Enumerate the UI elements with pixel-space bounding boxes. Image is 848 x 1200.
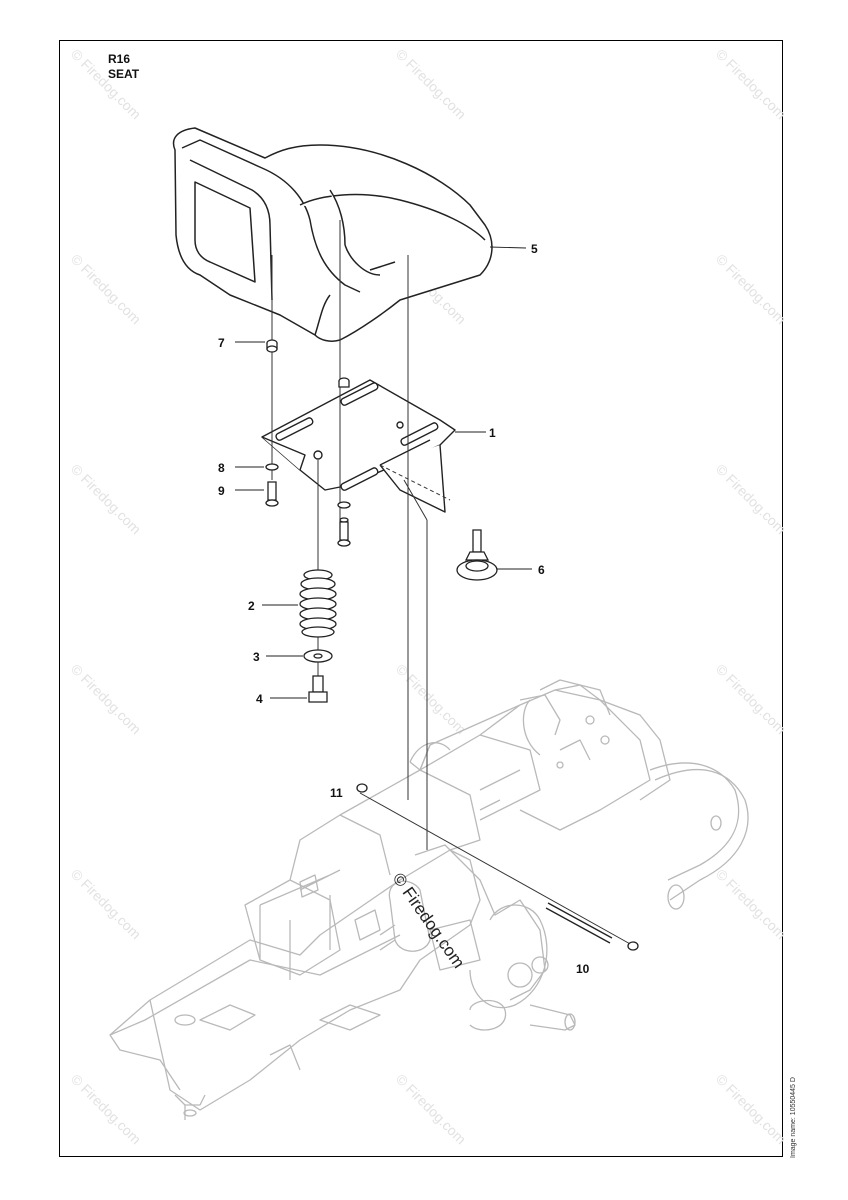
watermark-text: © Firedog.com: [68, 866, 144, 942]
assembly-lines: [271, 220, 633, 946]
callout-7: 7: [218, 336, 225, 350]
watermark-text: © Firedog.com: [713, 251, 789, 327]
callout-leaders: [235, 246, 532, 699]
diagram-frame: [59, 40, 783, 1157]
callout-11: 11: [330, 786, 343, 800]
watermark-text: © Firedog.com: [68, 1071, 144, 1147]
watermark-text: © Firedog.com: [68, 46, 144, 122]
seat-cushion: [172, 127, 493, 342]
watermark-text: © Firedog.com: [68, 251, 144, 327]
watermark-text: © Firedog.com: [713, 46, 789, 122]
callout-3: 3: [253, 650, 260, 664]
callout-2: 2: [248, 599, 255, 613]
callout-6: 6: [538, 563, 545, 577]
watermark-text: © Firedog.com: [393, 661, 469, 737]
hardware-parts: [265, 339, 639, 951]
watermark-text: © Firedog.com: [713, 1071, 789, 1147]
callout-5: 5: [531, 242, 538, 256]
center-watermark: © Firedog.com: [389, 869, 469, 971]
diagram-title: SEAT: [108, 67, 140, 81]
callout-10: 10: [576, 962, 590, 976]
image-name-label: Image name: 10550445 D: [790, 1077, 797, 1158]
watermark-text: © Firedog.com: [393, 46, 469, 122]
watermark-text: © Firedog.com: [713, 866, 789, 942]
seat-plate: [261, 379, 456, 513]
watermark-text: © Firedog.com: [393, 1071, 469, 1147]
watermark-text: © Firedog.com: [68, 461, 144, 537]
model-code: R16: [108, 52, 131, 66]
mower-frame: [109, 679, 749, 1120]
watermark-text: © Firedog.com: [713, 461, 789, 537]
watermark-text: © Firedog.com: [68, 661, 144, 737]
watermark-text: © Firedog.com: [713, 661, 789, 737]
callout-4: 4: [256, 692, 263, 706]
callout-1: 1: [489, 426, 496, 440]
callout-8: 8: [218, 461, 225, 475]
callout-labels: 1 2 3 4 5 6 7 8 9 10 11: [218, 242, 590, 976]
callout-9: 9: [218, 484, 225, 498]
